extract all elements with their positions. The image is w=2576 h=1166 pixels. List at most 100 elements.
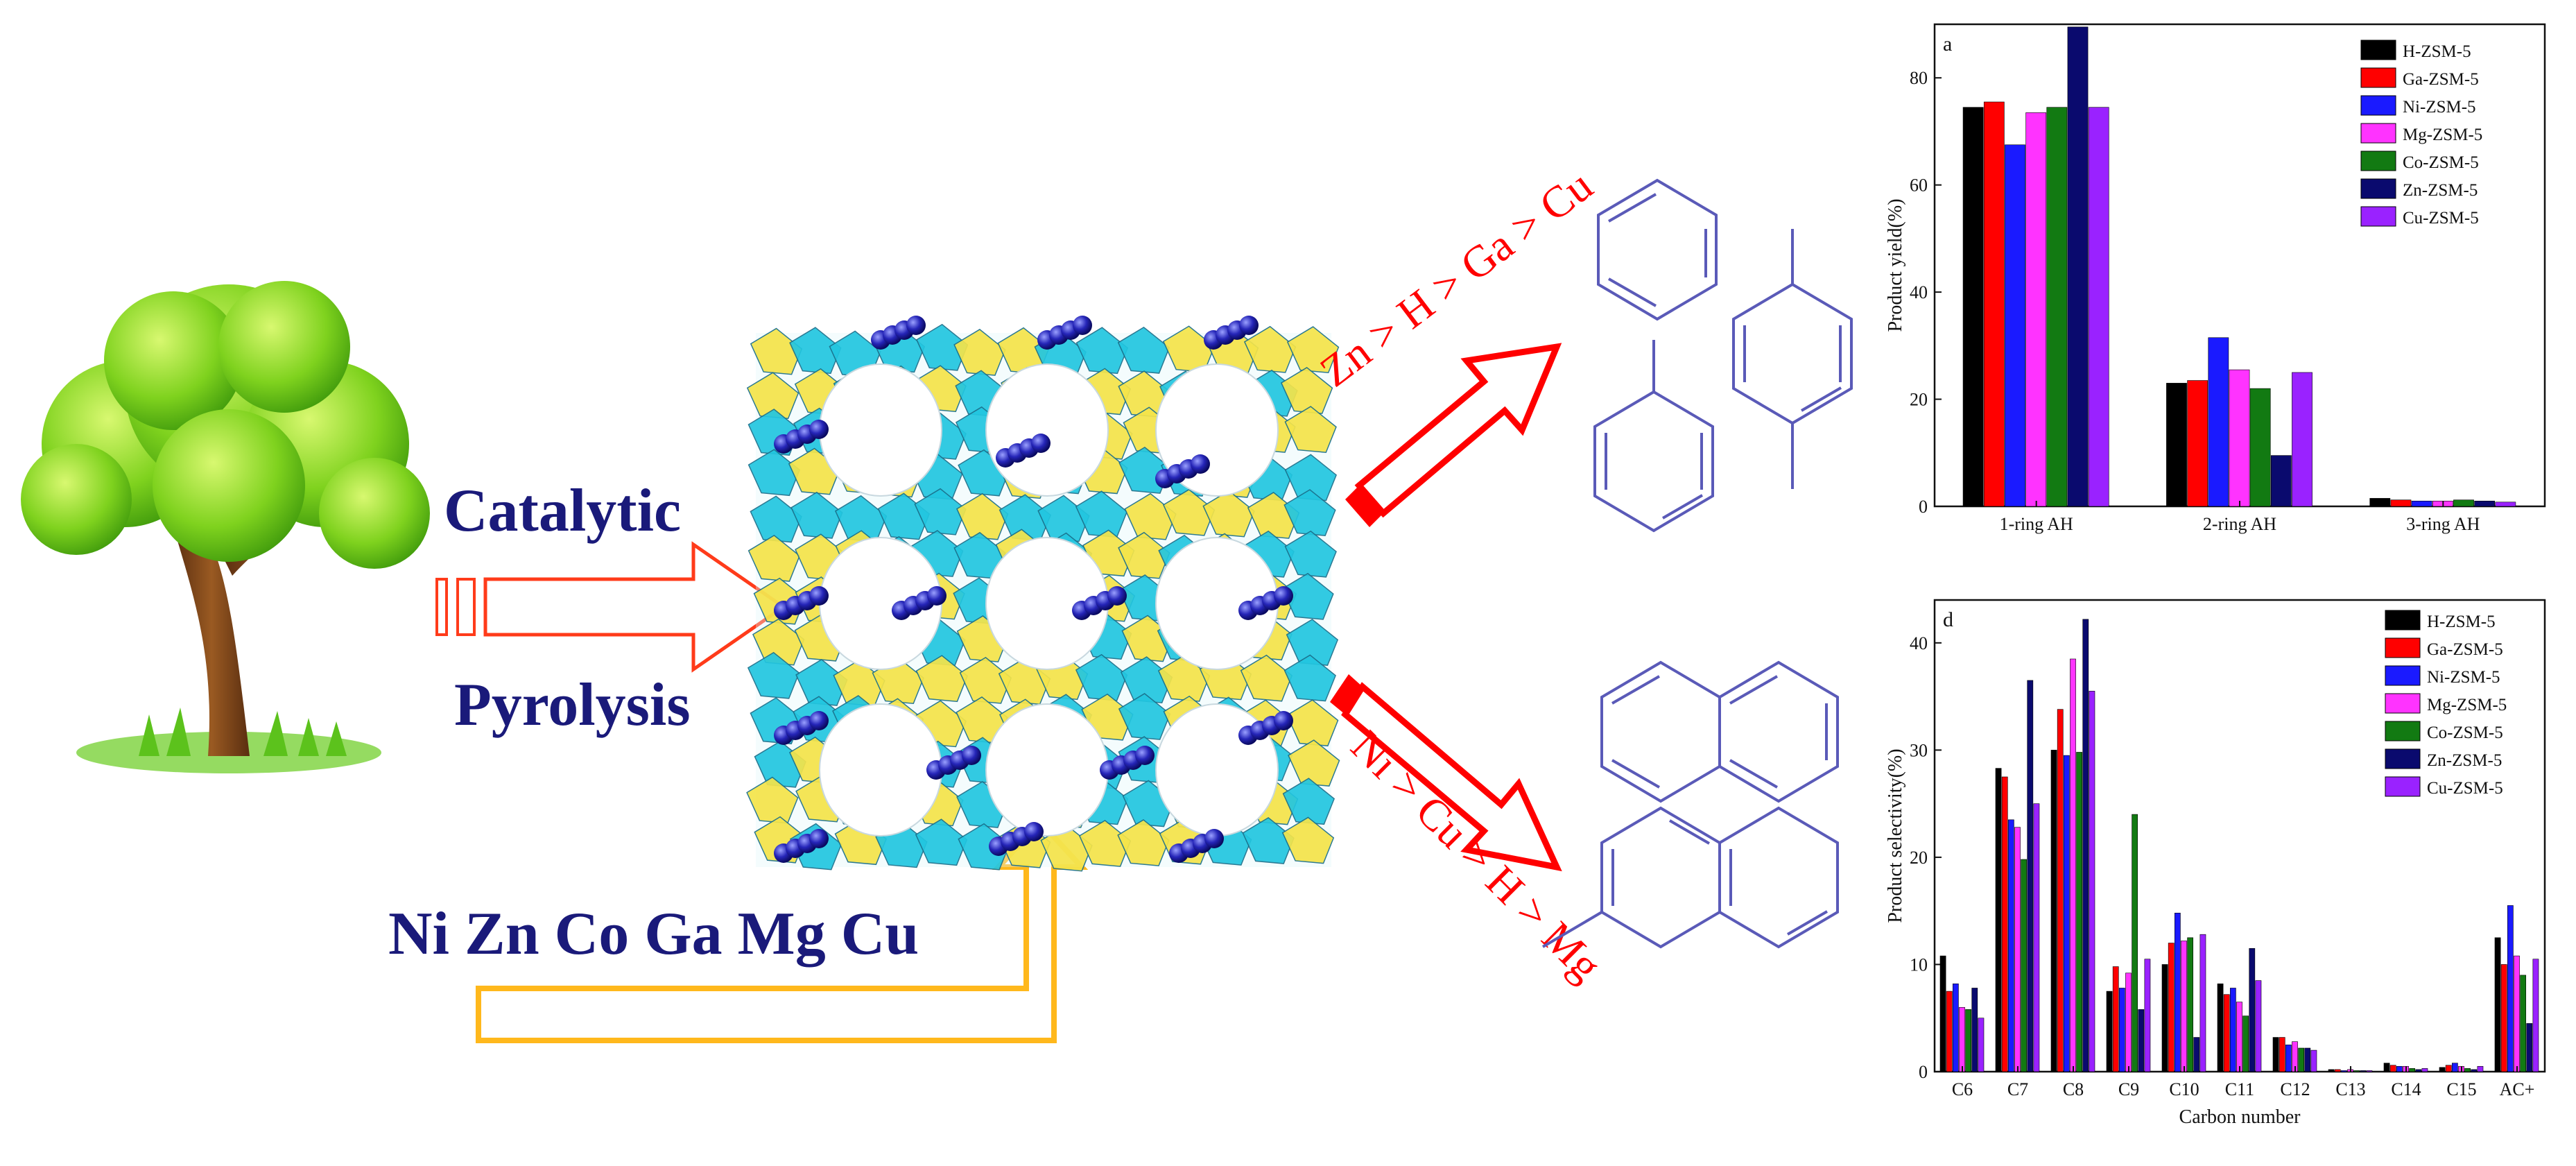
bar-cu-zsm-5-1-ring-ah bbox=[2088, 107, 2109, 507]
bar-ni-zsm-5-c8 bbox=[2063, 755, 2070, 1072]
legend-label: Co-ZSM-5 bbox=[2427, 723, 2503, 742]
metal-sphere bbox=[1073, 316, 1092, 335]
bar-co-zsm-5-c13 bbox=[2353, 1070, 2360, 1072]
bar-mg-zsm-5-2-ring-ah bbox=[2229, 369, 2250, 507]
molecule-methylnaphthalene bbox=[1541, 806, 1839, 949]
tree-canopy bbox=[21, 281, 430, 569]
panel-letter: a bbox=[1943, 33, 1952, 55]
bar-mg-zsm-5-c9 bbox=[2125, 972, 2132, 1072]
bar-zn-zsm-5-c12 bbox=[2304, 1047, 2311, 1072]
bar-cu-zsm-5-2-ring-ah bbox=[2292, 372, 2313, 507]
bar-ga-zsm-5-c10 bbox=[2168, 943, 2175, 1072]
framework-tetrahedron bbox=[1286, 326, 1340, 374]
legend-label: Mg-ZSM-5 bbox=[2403, 126, 2482, 144]
bar-ni-zsm-5-c11 bbox=[2229, 988, 2236, 1072]
bar-ni-zsm-5-c6 bbox=[1952, 983, 1959, 1072]
metal-sphere bbox=[1107, 586, 1127, 606]
legend-label: Co-ZSM-5 bbox=[2403, 153, 2479, 172]
y-tick-label: 60 bbox=[1910, 175, 1928, 196]
framework-tetrahedron bbox=[915, 818, 968, 866]
metal-sphere bbox=[1031, 434, 1051, 453]
bar-ni-zsm-5-c15 bbox=[2451, 1063, 2458, 1072]
bar-co-zsm-5-c10 bbox=[2187, 937, 2194, 1072]
bar-h-zsm-5-3-ring-ah bbox=[2369, 498, 2391, 507]
grass-tufts bbox=[139, 708, 347, 756]
y-tick-label: 10 bbox=[1910, 954, 1928, 975]
bar-co-zsm-5-c14 bbox=[2409, 1068, 2416, 1072]
metal-sphere bbox=[809, 711, 829, 730]
framework-tetrahedron bbox=[1280, 367, 1333, 414]
metal-sphere bbox=[1191, 454, 1210, 474]
legend-swatch bbox=[2385, 776, 2421, 797]
framework-tetrahedron bbox=[746, 776, 799, 824]
framework-tetrahedron bbox=[747, 651, 800, 699]
pyrolysis-label: Pyrolysis bbox=[454, 671, 691, 739]
framework-tetrahedron bbox=[746, 372, 799, 420]
bar-ga-zsm-5-c13 bbox=[2334, 1069, 2341, 1072]
bar-co-zsm-5-c11 bbox=[2242, 1015, 2249, 1072]
panel-letter: d bbox=[1943, 608, 1953, 631]
legend-swatch bbox=[2385, 721, 2421, 741]
bar-ga-zsm-5-c9 bbox=[2112, 966, 2119, 1072]
x-tick-label: C10 bbox=[2169, 1079, 2199, 1099]
bar-zn-zsm-5-c15 bbox=[2471, 1069, 2478, 1072]
legend-label: Zn-ZSM-5 bbox=[2427, 751, 2502, 770]
bar-ga-zsm-5-c12 bbox=[2279, 1037, 2285, 1072]
bar-h-zsm-5-c14 bbox=[2383, 1063, 2390, 1072]
bar-zn-zsm-5-c9 bbox=[2138, 1009, 2145, 1072]
x-tick-label: C6 bbox=[1952, 1079, 1973, 1099]
molecule-naphthalene bbox=[1600, 660, 1839, 803]
bar-cu-zsm-5-c15 bbox=[2477, 1065, 2484, 1072]
framework-tetrahedron bbox=[1157, 655, 1211, 702]
legend-swatch bbox=[2360, 178, 2396, 199]
bar-co-zsm-5-c6 bbox=[1965, 1009, 1972, 1072]
legend-swatch bbox=[2385, 693, 2421, 714]
arrow-to-aromatics bbox=[1345, 343, 1562, 527]
bar-h-zsm-5-2-ring-ah bbox=[2166, 383, 2187, 507]
bar-zn-zsm-5-c7 bbox=[2027, 680, 2034, 1072]
bar-h-zsm-5-c11 bbox=[2217, 983, 2224, 1072]
framework-tetrahedron bbox=[1283, 654, 1336, 702]
bar-zn-zsm-5-c14 bbox=[2415, 1069, 2422, 1072]
bar-ga-zsm-5-c8 bbox=[2057, 709, 2064, 1072]
bar-ni-zsm-5-c13 bbox=[2340, 1070, 2347, 1072]
legend-label: Ga-ZSM-5 bbox=[2403, 70, 2479, 89]
bar-zn-zsm-5-c6 bbox=[1971, 988, 1978, 1072]
x-tick-label: C15 bbox=[2446, 1079, 2476, 1099]
framework-tetrahedron bbox=[1286, 619, 1339, 666]
x-tick-label: C11 bbox=[2225, 1079, 2254, 1099]
framework-tetrahedron bbox=[1281, 816, 1335, 864]
bar-ni-zsm-5-ac- bbox=[2507, 905, 2514, 1072]
framework-tetrahedron bbox=[1118, 531, 1170, 579]
legend-swatch bbox=[2360, 40, 2396, 60]
bar-zn-zsm-5-c11 bbox=[2249, 948, 2256, 1072]
bar-cu-zsm-5-c13 bbox=[2366, 1070, 2373, 1072]
bar-h-zsm-5-ac- bbox=[2494, 937, 2501, 1072]
bar-zn-zsm-5-3-ring-ah bbox=[2474, 500, 2496, 507]
legend-swatch bbox=[2360, 67, 2396, 88]
bar-cu-zsm-5-c8 bbox=[2089, 691, 2095, 1072]
metal-sphere bbox=[1024, 822, 1044, 841]
molecule-toluene bbox=[1593, 340, 1714, 533]
bar-zn-zsm-5-ac- bbox=[2526, 1023, 2533, 1072]
legend-swatch bbox=[2360, 123, 2396, 144]
framework-pore bbox=[819, 363, 942, 497]
bar-ni-zsm-5-c12 bbox=[2285, 1045, 2292, 1072]
molecule-benzene bbox=[1597, 178, 1718, 321]
framework-tetrahedron bbox=[1075, 327, 1129, 375]
x-tick-label: 2-ring AH bbox=[2203, 514, 2276, 534]
legend-label: H-ZSM-5 bbox=[2427, 612, 2496, 631]
framework-tetrahedron bbox=[1078, 820, 1132, 867]
y-tick-label: 30 bbox=[1910, 740, 1928, 760]
metal-sphere bbox=[809, 420, 829, 439]
order-bottom-label: Ni > Cu > H > Mg bbox=[1342, 721, 1611, 991]
framework-pore bbox=[985, 703, 1109, 837]
framework-tetrahedron bbox=[1284, 454, 1338, 501]
legend-swatch bbox=[2385, 610, 2421, 631]
bar-co-zsm-5-c15 bbox=[2464, 1068, 2471, 1072]
bar-h-zsm-5-c9 bbox=[2106, 991, 2113, 1072]
bar-h-zsm-5-c15 bbox=[2439, 1067, 2446, 1072]
x-axis-title: Carbon number bbox=[2179, 1106, 2301, 1128]
